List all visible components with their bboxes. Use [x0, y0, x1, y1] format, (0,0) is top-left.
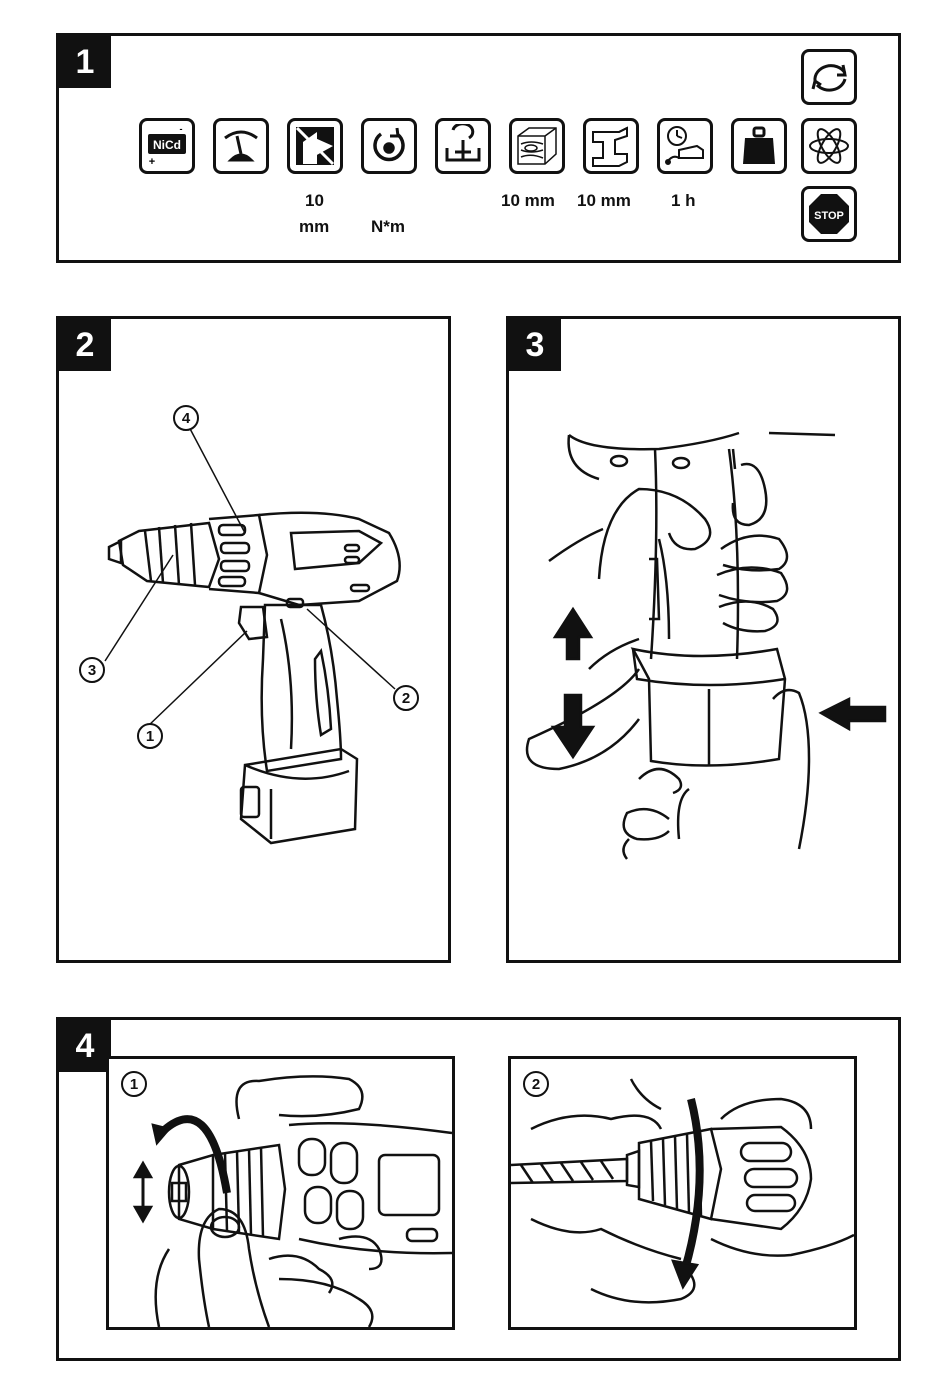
panel-1: 1 NiCd - + [56, 33, 901, 263]
chuck-loosening-illustration [109, 1059, 452, 1327]
panel-2: 2 1 2 3 [56, 316, 451, 963]
steel-capacity-value: 10 mm [577, 191, 631, 211]
nicd-battery-icon: NiCd - + [139, 118, 195, 174]
stop-label: STOP [814, 210, 844, 222]
steel-capacity-icon [583, 118, 639, 174]
chuck-size-value: 10 [305, 191, 324, 211]
chuck-capacity-icon [287, 118, 343, 174]
step-1-frame: 1 [106, 1056, 455, 1330]
panel-3: 3 [506, 316, 901, 963]
bit-insertion-illustration [511, 1059, 854, 1327]
wood-capacity-value: 10 mm [501, 191, 555, 211]
callout-4: 4 [173, 405, 199, 431]
voltage-gauge-icon [213, 118, 269, 174]
torque-icon [361, 118, 417, 174]
svg-text:-: - [180, 124, 183, 134]
panel-number: 4 [59, 1020, 111, 1072]
reverse-rotation-icon [801, 49, 857, 105]
charge-time-value: 1 h [671, 191, 696, 211]
callout-2: 2 [393, 685, 419, 711]
chuck-size-unit: mm [299, 217, 329, 237]
rotation-speed-icon [435, 118, 491, 174]
charge-time-icon [657, 118, 713, 174]
drill-illustration [59, 319, 448, 960]
electronics-icon [801, 118, 857, 174]
torque-unit: N*m [371, 217, 405, 237]
battery-label: NiCd [153, 138, 181, 152]
battery-removal-illustration [509, 319, 898, 960]
panel-number: 1 [59, 36, 111, 88]
wood-capacity-icon [509, 118, 565, 174]
step-2-frame: 2 [508, 1056, 857, 1330]
weight-icon [731, 118, 787, 174]
panel-4: 4 1 [56, 1017, 901, 1361]
stop-icon: STOP [801, 186, 857, 242]
callout-3: 3 [79, 657, 105, 683]
svg-text:+: + [149, 156, 155, 168]
callout-1: 1 [137, 723, 163, 749]
